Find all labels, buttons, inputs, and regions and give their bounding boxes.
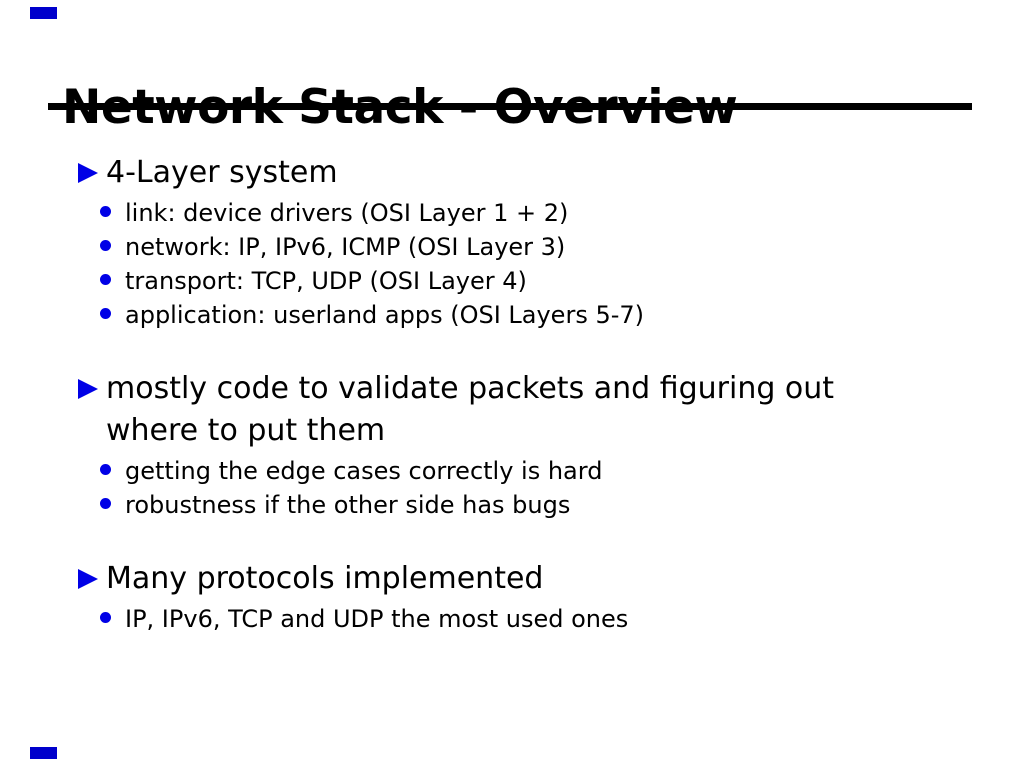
- sub-bullet-text: network: IP, IPv6, ICMP (OSI Layer 3): [125, 233, 566, 261]
- sub-bullet-text: transport: TCP, UDP (OSI Layer 4): [125, 267, 527, 295]
- dot-bullet-icon: [100, 264, 125, 285]
- bullet-text: mostly code to validate packets and figu…: [106, 371, 835, 448]
- bullet-item: 4-Layer system: [78, 152, 338, 194]
- triangle-bullet-icon: [78, 152, 106, 183]
- sub-bullet-text: robustness if the other side has bugs: [125, 491, 571, 519]
- sub-bullet-item: robustness if the other side has bugs: [100, 488, 570, 522]
- sub-bullet-item: network: IP, IPv6, ICMP (OSI Layer 3): [100, 230, 565, 264]
- sub-bullet-text: link: device drivers (OSI Layer 1 + 2): [125, 199, 569, 227]
- bullet-item: mostly code to validate packets and figu…: [78, 368, 834, 452]
- corner-mark-top: [30, 7, 57, 19]
- sub-bullet-item: transport: TCP, UDP (OSI Layer 4): [100, 264, 527, 298]
- bullet-item: Many protocols implemented: [78, 558, 543, 600]
- dot-bullet-icon: [100, 602, 125, 623]
- bullet-text: Many protocols implemented: [106, 561, 544, 596]
- sub-bullet-item: link: device drivers (OSI Layer 1 + 2): [100, 196, 568, 230]
- title-underline: [48, 103, 972, 110]
- bullet-text: 4-Layer system: [106, 155, 338, 190]
- triangle-bullet-icon: [78, 368, 106, 399]
- sub-bullet-item: getting the edge cases correctly is hard: [100, 454, 602, 488]
- sub-bullet-item: application: userland apps (OSI Layers 5…: [100, 298, 644, 332]
- dot-bullet-icon: [100, 454, 125, 475]
- corner-mark-bottom: [30, 747, 57, 759]
- dot-bullet-icon: [100, 196, 125, 217]
- triangle-bullet-icon: [78, 558, 106, 589]
- dot-bullet-icon: [100, 298, 125, 319]
- sub-bullet-text: getting the edge cases correctly is hard: [125, 457, 603, 485]
- dot-bullet-icon: [100, 230, 125, 251]
- sub-bullet-text: application: userland apps (OSI Layers 5…: [125, 301, 645, 329]
- sub-bullet-item: IP, IPv6, TCP and UDP the most used ones: [100, 602, 628, 636]
- sub-bullet-text: IP, IPv6, TCP and UDP the most used ones: [125, 605, 629, 633]
- dot-bullet-icon: [100, 488, 125, 509]
